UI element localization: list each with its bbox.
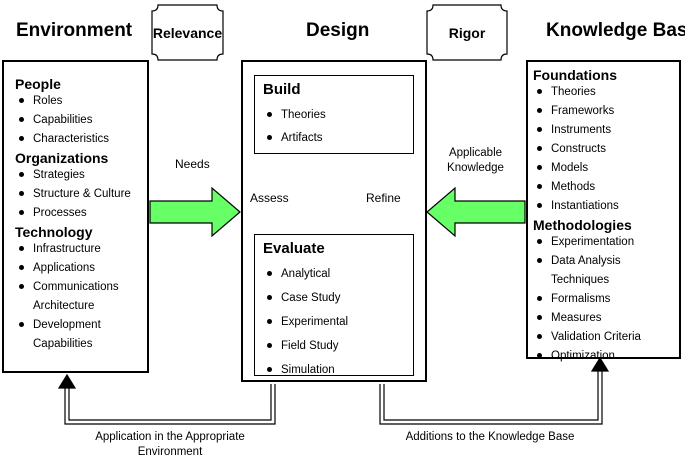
list-item: Validation Criteria (533, 331, 641, 350)
list-item-continuation: Techniques (551, 274, 610, 286)
application-label-line2: Environment (137, 446, 203, 458)
list-item: Roles (15, 95, 131, 114)
build-box: Build Theories Artifacts (254, 75, 414, 154)
organizations-heading: Organizations (15, 150, 109, 166)
list-item: Simulation (263, 364, 348, 383)
list-item-continuation: Capabilities (33, 338, 93, 350)
list-item: Artifacts (263, 132, 326, 151)
list-item: Instruments (533, 124, 641, 143)
needs-label: Needs (175, 157, 210, 171)
list-item: Infrastructure (15, 243, 131, 262)
list-item-continuation: Architecture (33, 300, 95, 312)
people-heading: People (15, 76, 61, 92)
list-item: Data Analysis (533, 255, 641, 274)
evaluate-box: Evaluate Analytical Case Study Experimen… (254, 234, 414, 376)
list-item: Formalisms (533, 293, 641, 312)
applicable-label-line2: Knowledge (447, 162, 504, 174)
refine-label: Refine (366, 191, 401, 205)
application-label-line1: Application in the Appropriate (95, 431, 245, 443)
applicable-label-line1: Applicable (448, 147, 503, 159)
knowledge-base-box: Foundations Theories Frameworks Instrume… (526, 60, 681, 362)
list-item: Field Study (263, 340, 348, 364)
environment-box: People Roles Capabilities Characteristic… (2, 60, 149, 373)
application-label: Application in the Appropriate Environme… (86, 430, 254, 460)
list-item: Characteristics (15, 133, 131, 150)
list-item: Structure & Culture (15, 188, 131, 207)
list-item: Strategies (15, 169, 131, 188)
assess-label: Assess (250, 191, 289, 205)
knowledge-base-header: Knowledge Base (546, 20, 685, 41)
list-item: Theories (533, 86, 641, 105)
list-item: Optimization (533, 350, 641, 367)
rigor-label: Rigor (448, 25, 486, 41)
additions-label: Additions to the Knowledge Base (405, 431, 575, 443)
applicable-knowledge-arrow (426, 186, 526, 238)
rigor-banner (426, 4, 508, 61)
build-title: Build (263, 81, 301, 98)
evaluate-title: Evaluate (263, 240, 325, 257)
list-item: Theories (263, 109, 326, 132)
list-item: Analytical (263, 268, 348, 292)
relevance-banner (151, 4, 224, 61)
list-item: Communications (15, 281, 131, 300)
needs-arrow (149, 186, 241, 238)
list-item: Experimentation (533, 236, 641, 255)
technology-heading: Technology (15, 224, 93, 240)
design-header: Design (306, 20, 370, 41)
list-item: Instantiations (533, 200, 641, 217)
list-item: Capabilities (15, 114, 131, 133)
list-item: Measures (533, 312, 641, 331)
foundations-heading: Foundations (533, 67, 617, 83)
list-item: Constructs (533, 143, 641, 162)
list-item: Methods (533, 181, 641, 200)
additions-feedback-line (379, 356, 610, 425)
list-item: Processes (15, 207, 131, 224)
list-item: Models (533, 162, 641, 181)
environment-header: Environment (16, 20, 133, 41)
relevance-label: Relevance (152, 25, 223, 41)
list-item: Experimental (263, 316, 348, 340)
methodologies-heading: Methodologies (533, 217, 632, 233)
list-item: Applications (15, 262, 131, 281)
application-feedback-line (57, 373, 276, 425)
applicable-knowledge-label: Applicable Knowledge (438, 146, 513, 176)
list-item: Case Study (263, 292, 348, 316)
list-item: Frameworks (533, 105, 641, 124)
list-item: Development (15, 319, 131, 338)
